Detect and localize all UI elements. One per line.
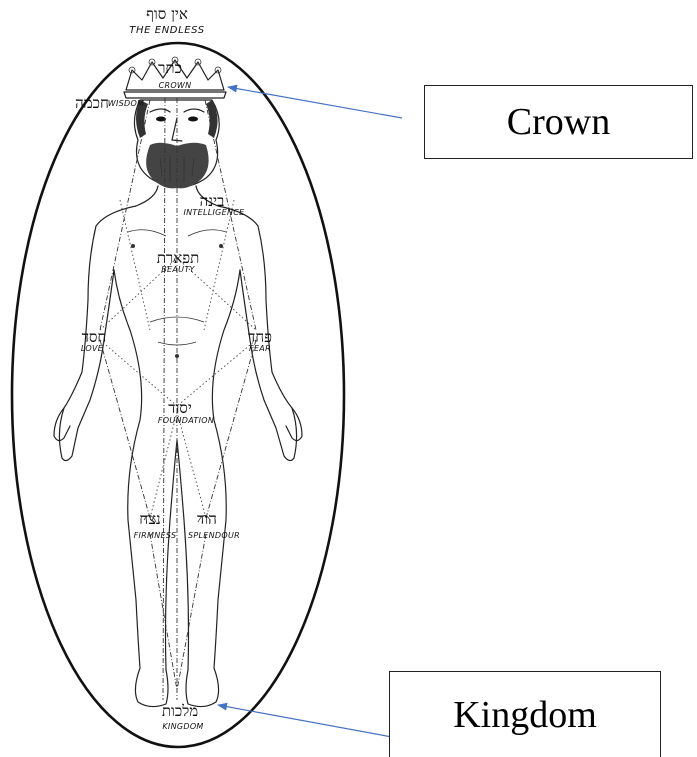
crown-callout-box: Crown xyxy=(424,85,693,159)
kingdom-hebrew: מלכות xyxy=(162,702,198,720)
kingdom-callout-box: Kingdom xyxy=(389,671,661,757)
wisdom-hebrew: חכמה xyxy=(75,94,109,112)
crown-callout-text: Crown xyxy=(507,100,610,144)
crown-hebrew: כתר xyxy=(158,59,182,77)
splendour-label: SPLENDOUR xyxy=(188,531,240,540)
kingdom-arrow xyxy=(218,705,392,737)
love-label: LOVE xyxy=(81,344,104,353)
wisdom-label: WISDOM xyxy=(108,99,145,108)
foundation-hebrew: יסוד xyxy=(168,399,192,417)
header-english: THE ENDLESS xyxy=(129,25,205,36)
crown-arrow xyxy=(228,87,402,118)
intelligence-label: INTELLIGENCE xyxy=(183,208,245,217)
crown-label: CROWN xyxy=(159,81,192,90)
foundation-label: FOUNDATION xyxy=(158,416,214,425)
fear-label: FEAR xyxy=(249,344,271,353)
header-hebrew: אין סוף xyxy=(146,5,188,23)
firmness-hebrew: נצח xyxy=(139,510,161,528)
splendour-hebrew: הוד xyxy=(197,510,217,528)
beauty-label: BEAUTY xyxy=(161,265,195,274)
firmness-label: FIRMNESS xyxy=(134,531,177,540)
kingdom-label: KINGDOM xyxy=(162,722,203,731)
kingdom-callout-text: Kingdom xyxy=(453,693,597,737)
